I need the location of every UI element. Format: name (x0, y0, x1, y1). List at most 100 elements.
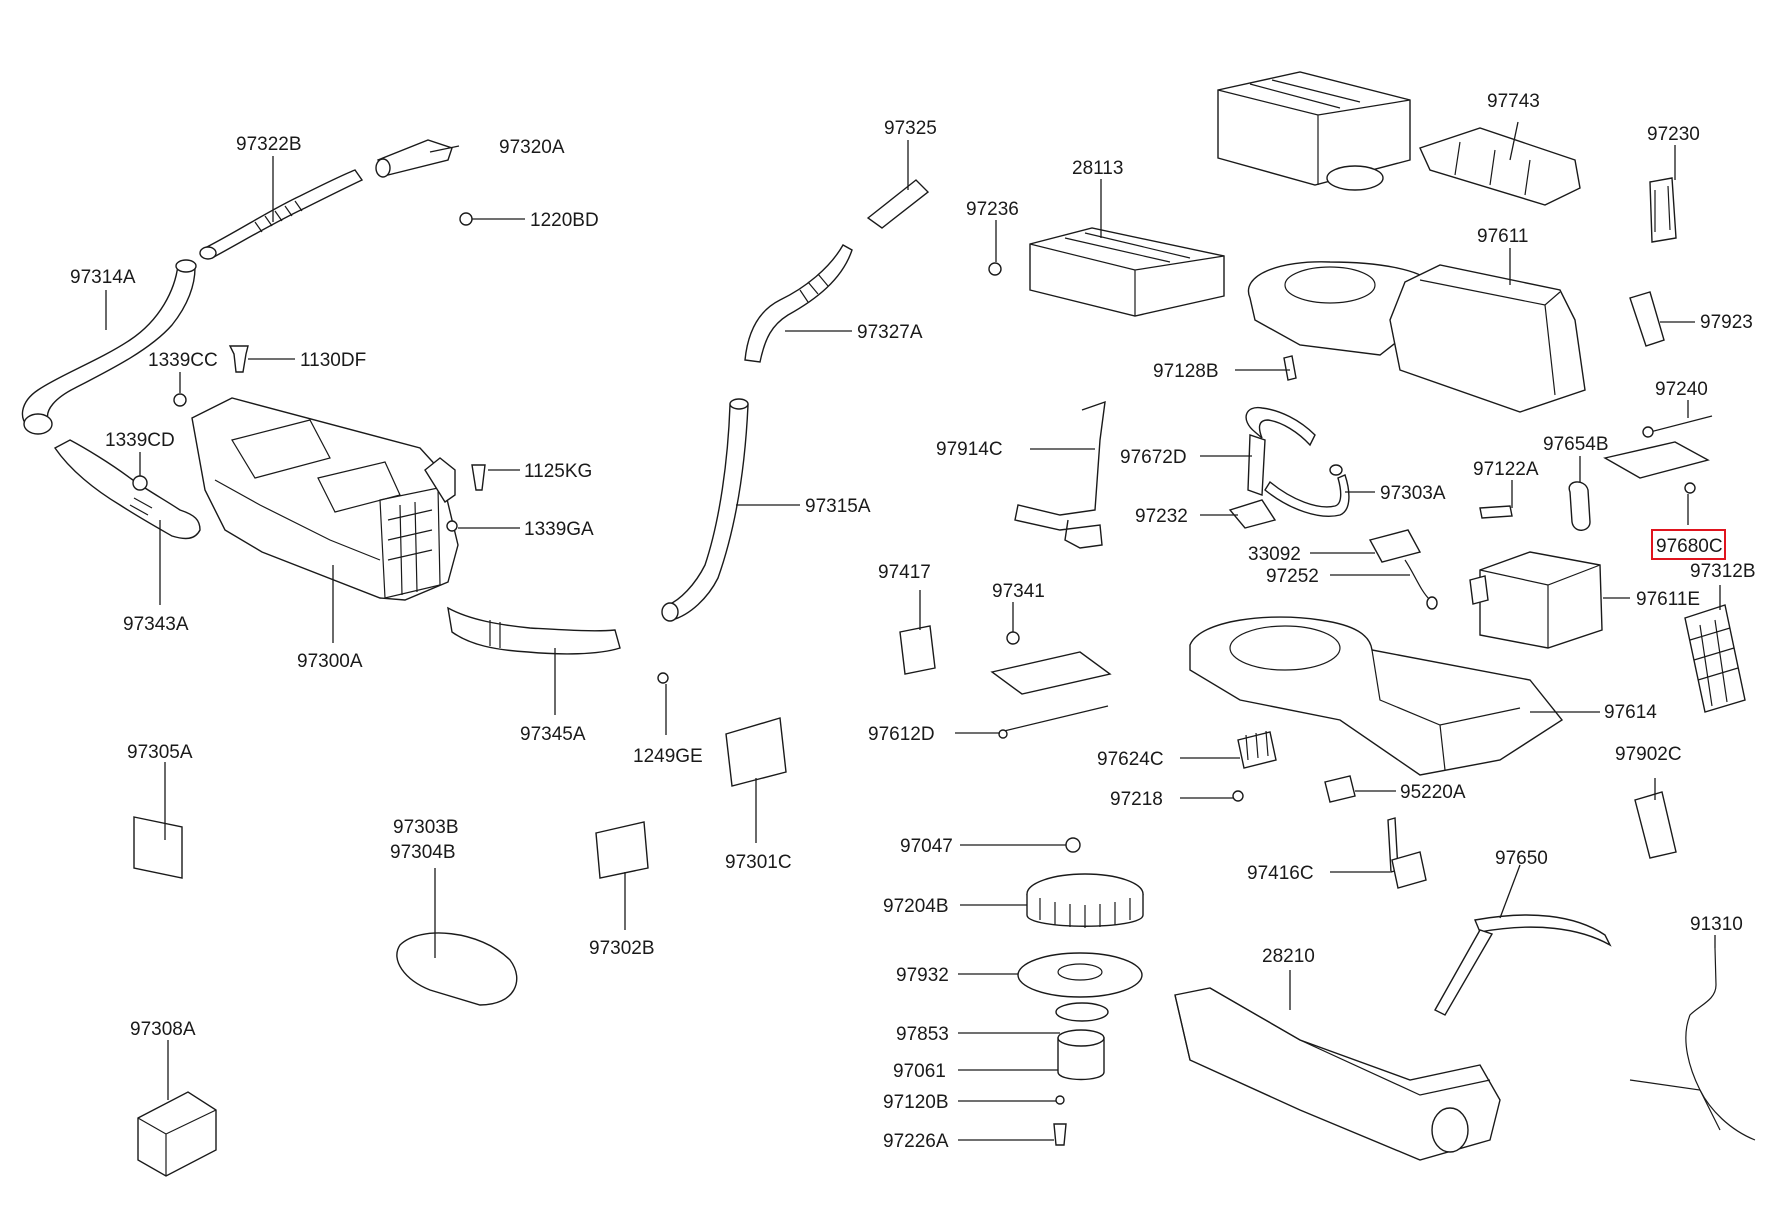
part-97417-actuator[interactable] (899, 625, 936, 675)
part-97680C-pad[interactable] (1603, 441, 1710, 494)
label-97614[interactable]: 97614 (1604, 702, 1657, 723)
label-97061[interactable]: 97061 (893, 1061, 946, 1082)
part-97743-case[interactable] (1217, 71, 1411, 191)
label-97923[interactable]: 97923 (1700, 312, 1753, 333)
label-97232[interactable]: 97232 (1135, 506, 1188, 527)
part-97325-hose[interactable] (866, 179, 930, 229)
part-97932-plate[interactable] (1017, 952, 1143, 998)
label-97853[interactable]: 97853 (896, 1024, 949, 1045)
label-97240[interactable]: 97240 (1655, 379, 1708, 400)
label-97611E[interactable]: 97611E (1636, 589, 1700, 610)
part-97315A-hose[interactable] (661, 398, 749, 622)
part-33092-sensor[interactable] (1368, 529, 1438, 610)
label-97300A[interactable]: 97300A (297, 651, 363, 672)
label-97128B[interactable]: 97128B (1153, 361, 1219, 382)
label-1249GE[interactable]: 1249GE (633, 746, 703, 767)
part-97672D-hose[interactable] (1245, 406, 1316, 496)
part-97303A-hose[interactable] (1264, 464, 1350, 517)
label-33092[interactable]: 33092 (1248, 544, 1301, 565)
part-1339CC-bolt[interactable] (173, 393, 187, 407)
part-97232-clamp[interactable] (1228, 499, 1277, 529)
label-97345A[interactable]: 97345A (520, 724, 586, 745)
part-97236-screw[interactable] (988, 262, 1002, 276)
part-97061-motor[interactable] (1057, 1029, 1105, 1081)
label-1339GA[interactable]: 1339GA (524, 519, 594, 540)
part-97327A-hose[interactable] (744, 244, 853, 363)
part-97204B-fan[interactable] (1026, 873, 1144, 928)
label-97204B[interactable]: 97204B (883, 896, 949, 917)
label-97315A[interactable]: 97315A (805, 496, 871, 517)
part-91310-harness[interactable] (1629, 947, 1756, 1141)
label-97252[interactable]: 97252 (1266, 566, 1319, 587)
part-97312B-grille[interactable] (1684, 604, 1746, 713)
label-97611[interactable]: 97611 (1477, 226, 1528, 247)
part-97300A-heater-unit[interactable] (191, 397, 459, 601)
label-97305A[interactable]: 97305A (127, 742, 193, 763)
label-97680C[interactable]: 97680C (1656, 536, 1723, 557)
part-97314A-hose[interactable] (21, 259, 197, 435)
part-97923-bracket[interactable] (1629, 291, 1665, 347)
label-1339CD[interactable]: 1339CD (105, 430, 175, 451)
label-97417[interactable]: 97417 (878, 562, 931, 583)
label-97314A[interactable]: 97314A (70, 267, 136, 288)
part-97343A-hose[interactable] (53, 439, 201, 540)
part-97345A-hose[interactable] (447, 606, 621, 655)
label-97120B[interactable]: 97120B (883, 1092, 949, 1113)
part-97341-pad[interactable] (990, 651, 1112, 695)
label-97122A[interactable]: 97122A (1473, 459, 1539, 480)
label-1220BD[interactable]: 1220BD (530, 210, 599, 231)
label-97308A[interactable]: 97308A (130, 1019, 196, 1040)
label-97320A[interactable]: 97320A (499, 137, 565, 158)
part-97914C-bracket[interactable] (1014, 400, 1106, 549)
label-1125KG[interactable]: 1125KG (524, 461, 592, 482)
part-97230-bracket[interactable] (1649, 177, 1677, 243)
part-97611-blower-case[interactable] (1247, 261, 1586, 413)
part-97614-blower-lower-case[interactable] (1189, 616, 1564, 776)
label-97304B[interactable]: 97304B (390, 842, 456, 863)
label-97743[interactable]: 97743 (1487, 91, 1540, 112)
part-97853-gasket[interactable] (1055, 1002, 1109, 1022)
part-97650-pipe[interactable] (1434, 914, 1612, 1016)
label-97230[interactable]: 97230 (1647, 124, 1700, 145)
part-1339GA-nut[interactable] (446, 520, 458, 532)
part-97122A-clip[interactable] (1479, 505, 1513, 519)
label-1339CC[interactable]: 1339CC (148, 350, 218, 371)
label-97327A[interactable]: 97327A (857, 322, 923, 343)
part-97302B-pad[interactable] (595, 821, 649, 879)
part-1249GE-screw[interactable] (657, 672, 669, 684)
label-97302B[interactable]: 97302B (589, 938, 655, 959)
label-97325[interactable]: 97325 (884, 118, 937, 139)
part-97743-actuator[interactable] (1419, 127, 1581, 206)
part-97240-rod[interactable] (1642, 415, 1713, 438)
part-1130DF-bolt[interactable] (228, 345, 249, 373)
part-97218-screw[interactable] (1232, 790, 1244, 802)
part-97301C-pad[interactable] (725, 717, 787, 787)
part-1125KG-fitting[interactable] (424, 457, 486, 503)
part-95220A-relay[interactable] (1324, 775, 1356, 803)
label-97902C[interactable]: 97902C (1615, 744, 1682, 765)
part-97120B-clip[interactable] (1055, 1095, 1065, 1105)
label-97236[interactable]: 97236 (966, 199, 1019, 220)
label-95220A[interactable]: 95220A (1400, 782, 1466, 803)
part-1339CD-bolt[interactable] (132, 475, 148, 491)
label-97624C[interactable]: 97624C (1097, 749, 1164, 770)
label-97218[interactable]: 97218 (1110, 789, 1163, 810)
part-97612D-tie[interactable] (998, 705, 1109, 739)
part-97322B-hose[interactable] (199, 169, 364, 260)
label-97322B[interactable]: 97322B (236, 134, 302, 155)
label-97914C[interactable]: 97914C (936, 439, 1003, 460)
part-97320A-hose[interactable] (375, 139, 453, 178)
label-97612D[interactable]: 97612D (868, 724, 935, 745)
part-97047-nut[interactable] (1065, 837, 1081, 853)
part-97416C-actuator[interactable] (1387, 817, 1427, 889)
label-97301C[interactable]: 97301C (725, 852, 792, 873)
part-1220BD-clip[interactable] (459, 212, 473, 226)
part-97226A-screw[interactable] (1053, 1123, 1067, 1146)
label-97226A[interactable]: 97226A (883, 1131, 949, 1152)
part-97303B-pad[interactable] (396, 932, 518, 1006)
label-97303B[interactable]: 97303B (393, 817, 459, 838)
part-97902C-bracket[interactable] (1634, 791, 1677, 859)
label-28113[interactable]: 28113 (1072, 158, 1123, 179)
label-1130DF[interactable]: 1130DF (300, 350, 366, 371)
label-97343A[interactable]: 97343A (123, 614, 189, 635)
